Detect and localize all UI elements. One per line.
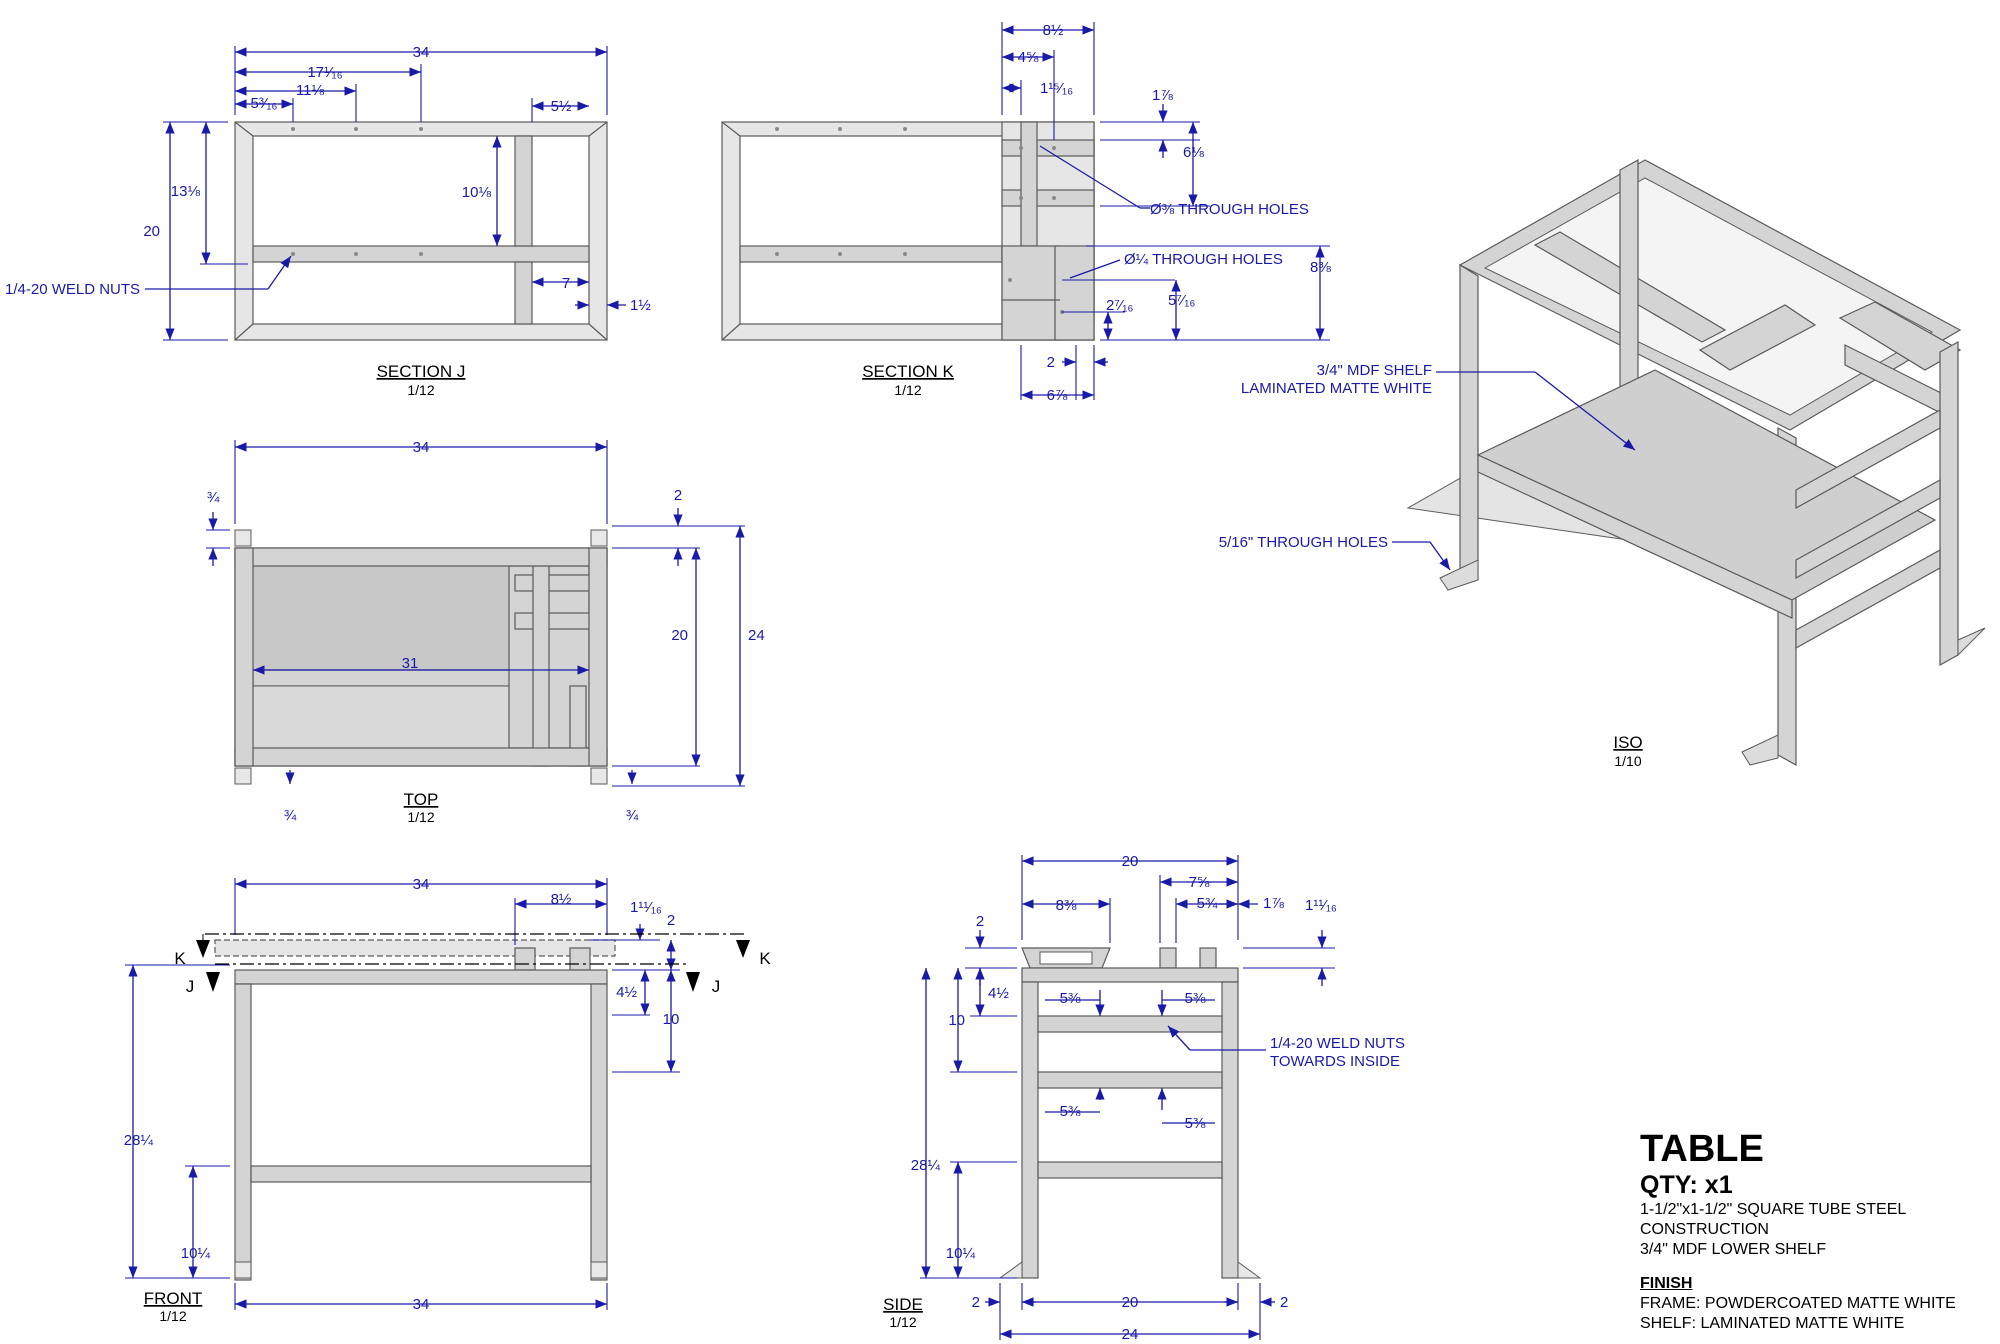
dim-front-2: 2 bbox=[667, 912, 675, 929]
dim-sj-17: 17¹⁄₁₆ bbox=[307, 64, 342, 81]
dim-front-8-1-2: 8½ bbox=[551, 891, 572, 908]
dim-side-20-bottom: 20 bbox=[1122, 1294, 1139, 1311]
section-k-view: 8½ 4⅝ 1¹⁵⁄₁₆ 1⅞ 6⅛ Ø⅜ THROUGH HOLES Ø¼ T… bbox=[721, 22, 1331, 404]
spec-line-2: CONSTRUCTION bbox=[1640, 1221, 1769, 1238]
callout-holes-1-4: Ø¼ THROUGH HOLES bbox=[1124, 251, 1283, 268]
iso-view: 3/4" MDF SHELF LAMINATED MATTE WHITE 5/1… bbox=[1219, 158, 1986, 769]
dim-sj-7: 7 bbox=[562, 275, 570, 292]
view-scale-top: 1/12 bbox=[407, 809, 434, 825]
dim-side-10: 10 bbox=[948, 1012, 965, 1029]
dim-sk-2-7-16: 2⁷⁄₁₆ bbox=[1106, 297, 1133, 314]
dim-side-8-3-8: 8⅜ bbox=[1056, 897, 1077, 914]
dim-sj-34: 34 bbox=[413, 44, 430, 61]
dim-side-28-1-4: 28¼ bbox=[911, 1157, 941, 1174]
dim-side-7-5-8: 7⅝ bbox=[1189, 874, 1210, 891]
dim-side-4-1-2: 4½ bbox=[988, 985, 1009, 1002]
dim-side-2-right: 2 bbox=[1280, 1294, 1288, 1311]
callout-weld-in-1: 1/4-20 WELD NUTS bbox=[1270, 1035, 1405, 1052]
view-scale-section-k: 1/12 bbox=[894, 382, 921, 398]
dim-top-3-4-left: ¾ bbox=[284, 807, 297, 824]
drawing-qty: QTY: x1 bbox=[1640, 1171, 1733, 1199]
dim-side-5-3-8-d: 5⅜ bbox=[1185, 1115, 1206, 1132]
dim-side-24: 24 bbox=[1122, 1326, 1139, 1343]
section-mark-k-right: K bbox=[759, 949, 771, 968]
dim-sk-5-7-16: 5⁷⁄₁₆ bbox=[1168, 292, 1195, 309]
callout-shelf-1: 3/4" MDF SHELF bbox=[1317, 362, 1432, 379]
dim-sk-1-15-16: 1¹⁵⁄₁₆ bbox=[1040, 80, 1073, 97]
dim-front-10-1-4: 10¼ bbox=[181, 1245, 211, 1262]
dim-sj-5-3-16: 5³⁄₁₆ bbox=[251, 95, 278, 112]
dim-side-5-3-8-c: 5⅜ bbox=[1060, 1103, 1081, 1120]
dim-front-34: 34 bbox=[413, 876, 430, 893]
dim-sj-5-1-2: 5½ bbox=[551, 98, 572, 115]
dim-sj-10: 10⅛ bbox=[462, 184, 492, 201]
dim-top-24: 24 bbox=[748, 627, 765, 644]
dim-front-1-11-16: 1¹¹⁄₁₆ bbox=[630, 899, 662, 916]
section-mark-j-right: J bbox=[712, 977, 721, 996]
dim-front-10: 10 bbox=[663, 1011, 680, 1028]
callout-weld-nuts: 1/4-20 WELD NUTS bbox=[5, 281, 140, 298]
dim-side-1-11-16: 1¹¹⁄₁₆ bbox=[1305, 897, 1337, 914]
view-title-section-k: SECTION K bbox=[862, 362, 954, 381]
spec-line-3: 3/4" MDF LOWER SHELF bbox=[1640, 1241, 1827, 1258]
view-title-top: TOP bbox=[404, 790, 439, 809]
section-mark-k-left: K bbox=[174, 949, 186, 968]
dim-top-3-4: ¾ bbox=[207, 489, 220, 506]
view-scale-front: 1/12 bbox=[159, 1308, 186, 1324]
dim-sk-1-7-8: 1⅞ bbox=[1152, 87, 1173, 104]
dim-top-3-4-right: ¾ bbox=[626, 807, 639, 824]
dim-side-20: 20 bbox=[1122, 853, 1139, 870]
dim-sk-8-3-8: 8⅜ bbox=[1310, 259, 1331, 276]
callout-weld-in-2: TOWARDS INSIDE bbox=[1270, 1053, 1400, 1070]
view-scale-iso: 1/10 bbox=[1614, 753, 1641, 769]
top-view: 34 ¾ 2 20 24 31 ¾ ¾ TOP 1/12 bbox=[206, 439, 765, 825]
dim-top-2: 2 bbox=[674, 487, 682, 504]
dim-side-5-3-8-b: 5⅜ bbox=[1185, 990, 1206, 1007]
callout-through-5-16: 5/16" THROUGH HOLES bbox=[1219, 534, 1388, 551]
drawing-title: TABLE bbox=[1640, 1128, 1764, 1170]
spec-line-1: 1-1/2"x1-1/2" SQUARE TUBE STEEL bbox=[1640, 1201, 1907, 1218]
view-title-section-j: SECTION J bbox=[377, 362, 466, 381]
front-view: 34 8½ 1¹¹⁄₁₆ 2 4½ 10 28¼ 10¼ 34 K K J J bbox=[124, 876, 772, 1324]
dim-side-5-3-4: 5¾ bbox=[1197, 895, 1218, 912]
dim-side-1-7-8: 1⅞ bbox=[1263, 895, 1284, 912]
section-mark-j-left: J bbox=[186, 977, 195, 996]
title-block: TABLE QTY: x1 1-1/2"x1-1/2" SQUARE TUBE … bbox=[1640, 1128, 1990, 1334]
dim-sk-6-7-8: 6⅞ bbox=[1047, 387, 1068, 404]
dim-sk-4-5-8: 4⅝ bbox=[1018, 49, 1039, 66]
dim-sk-8-1-2: 8½ bbox=[1043, 22, 1064, 39]
dim-sj-11: 11⅛ bbox=[296, 82, 325, 99]
view-scale-side: 1/12 bbox=[889, 1314, 916, 1330]
side-view: 20 7⅝ 8⅜ 5¾ 1⅞ 1¹¹⁄₁₆ 2 4½ 10 5⅜ 5⅜ 5⅜ bbox=[883, 853, 1405, 1343]
dim-sj-1-1-2: 1½ bbox=[630, 297, 651, 314]
dim-sj-13: 13⅛ bbox=[171, 183, 201, 200]
dim-side-2: 2 bbox=[976, 913, 984, 930]
dim-front-4-1-2: 4½ bbox=[616, 984, 637, 1001]
section-j-view: 34 17¹⁄₁₆ 11⅛ 5³⁄₁₆ 5½ 20 13⅛ 10⅛ 7 1½ 1… bbox=[5, 44, 651, 398]
view-title-side: SIDE bbox=[883, 1295, 923, 1314]
view-scale-section-j: 1/12 bbox=[407, 382, 434, 398]
dim-sj-20: 20 bbox=[143, 223, 160, 240]
dim-top-31: 31 bbox=[402, 655, 419, 672]
dim-sk-6-1-8: 6⅛ bbox=[1183, 144, 1204, 161]
dim-side-2-left: 2 bbox=[972, 1294, 980, 1311]
view-title-front: FRONT bbox=[144, 1289, 203, 1308]
callout-shelf-2: LAMINATED MATTE WHITE bbox=[1241, 380, 1432, 397]
finish-line-2: SHELF: LAMINATED MATTE WHITE bbox=[1640, 1315, 1905, 1332]
dim-top-34: 34 bbox=[413, 439, 430, 456]
dim-front-34-bottom: 34 bbox=[413, 1296, 430, 1313]
view-title-iso: ISO bbox=[1613, 733, 1642, 752]
dim-top-20: 20 bbox=[671, 627, 688, 644]
callout-holes-3-8: Ø⅜ THROUGH HOLES bbox=[1150, 201, 1309, 218]
dim-side-5-3-8-a: 5⅜ bbox=[1060, 990, 1081, 1007]
dim-sk-2: 2 bbox=[1047, 354, 1055, 371]
finish-line-1: FRAME: POWDERCOATED MATTE WHITE bbox=[1640, 1295, 1956, 1312]
finish-heading: FINISH bbox=[1640, 1275, 1693, 1292]
dim-side-10-1-4: 10¼ bbox=[946, 1245, 976, 1262]
dim-front-28-1-4: 28¼ bbox=[124, 1132, 154, 1149]
